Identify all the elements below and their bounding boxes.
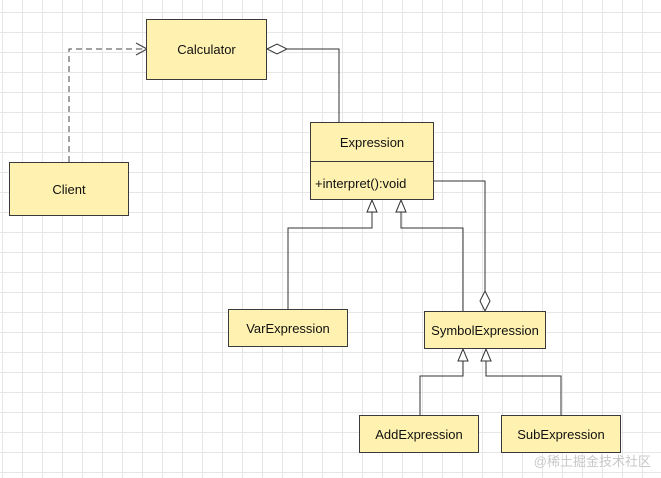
class-client-label: Client	[52, 181, 86, 197]
class-varexpression-label: VarExpression	[246, 320, 330, 336]
class-subexpression[interactable]: SubExpression	[501, 415, 621, 453]
class-expression-label: Expression	[339, 134, 405, 150]
aggregation-diamond	[265, 43, 289, 55]
class-expression-name: Expression	[311, 123, 433, 162]
class-symbolexpression[interactable]: SymbolExpression	[424, 311, 546, 349]
class-expression[interactable]: Expression +interpret():void	[310, 122, 434, 200]
inheritance-triangle	[457, 347, 469, 362]
subexpression-inheritance	[480, 347, 562, 415]
varexpression-inheritance	[287, 198, 378, 309]
aggregation-diamond	[479, 289, 491, 313]
class-client[interactable]: Client	[9, 162, 129, 216]
class-calculator-label: Calculator	[177, 42, 236, 57]
class-varexpression[interactable]: VarExpression	[228, 309, 348, 347]
class-symbolexpression-label: SymbolExpression	[431, 322, 539, 338]
class-expression-method: +interpret():void	[315, 176, 407, 191]
symbolexpression-inheritance	[395, 198, 464, 311]
calculator-expression-aggregation	[265, 43, 340, 122]
inheritance-triangle	[395, 198, 407, 213]
inheritance-triangle	[366, 198, 378, 213]
class-calculator[interactable]: Calculator	[146, 19, 267, 80]
addexpression-inheritance	[419, 347, 469, 415]
watermark-text: @稀土掘金技术社区	[533, 454, 651, 469]
class-subexpression-label: SubExpression	[517, 426, 605, 442]
client-calculator-dependency	[68, 42, 149, 162]
inheritance-triangle	[480, 347, 492, 362]
class-addexpression-label: AddExpression	[375, 426, 463, 442]
symbolexpression-expression-aggregation	[434, 180, 491, 313]
class-addexpression[interactable]: AddExpression	[359, 415, 479, 453]
